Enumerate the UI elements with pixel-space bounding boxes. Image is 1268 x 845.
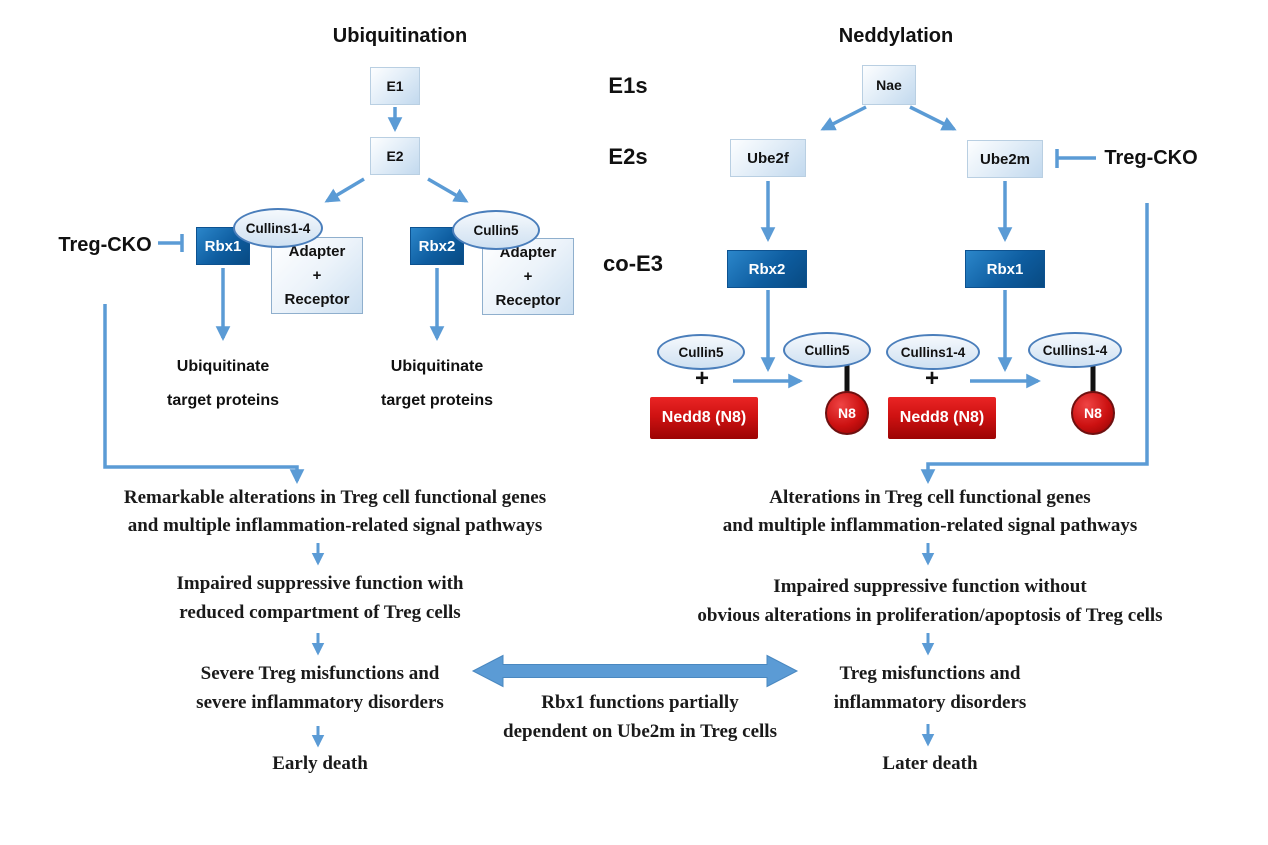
ubiquitinate-label-1: Ubiquitinate [176, 358, 270, 375]
ube2m-box: Ube2m [967, 140, 1043, 178]
left-alterations-line1: Remarkable alterations in Treg cell func… [123, 487, 547, 508]
nedd8-box-1: Nedd8 (N8) [650, 397, 758, 439]
left-impaired-line2: reduced compartment of Treg cells [179, 602, 461, 623]
center-note-line2: dependent on Ube2m in Treg cells [503, 721, 777, 742]
nedd8-box-2: Nedd8 (N8) [888, 397, 996, 439]
receptor-label: Receptor [284, 290, 350, 308]
inhibition-treg-cko-ube2m-icon [1055, 149, 1096, 168]
co-e3-row-label: co-E3 [603, 251, 663, 276]
adapter-label: Adapter [288, 242, 346, 260]
treg-cko-label-left: Treg-CKO [58, 233, 152, 256]
cullins1-4-ellipse-left: Cullins1-4 [233, 208, 323, 248]
rbx2-box-right: Rbx2 [727, 250, 807, 288]
left-misfunction-line2: severe inflammatory disorders [196, 692, 444, 713]
plus-label: + [523, 267, 533, 285]
inhibition-treg-cko-rbx1-icon [158, 234, 184, 252]
e2s-row-label: E2s [608, 144, 648, 169]
right-impaired-line2: obvious alterations in proliferation/apo… [697, 605, 1163, 626]
target-proteins-label-1: target proteins [166, 392, 279, 409]
e1s-row-label: E1s [608, 73, 648, 98]
cullin5-product-ellipse: Cullin5 [783, 332, 871, 368]
e1-box: E1 [370, 67, 420, 105]
early-death-label: Early death [272, 753, 368, 774]
n8-circle-1: N8 [825, 391, 869, 435]
right-alterations-line1: Alterations in Treg cell functional gene… [769, 487, 1091, 508]
ubiquitination-title: Ubiquitination [332, 24, 468, 47]
rbx1-box-right: Rbx1 [965, 250, 1045, 288]
cullins1-4-substrate-ellipse: Cullins1-4 [886, 334, 980, 370]
nae-box: Nae [862, 65, 916, 105]
n8-circle-2: N8 [1071, 391, 1115, 435]
ube2f-box: Ube2f [730, 139, 806, 177]
receptor-label: Receptor [495, 291, 561, 309]
arrow-e2-complex1-icon [324, 177, 365, 203]
e2-box: E2 [370, 137, 420, 175]
center-note-line1: Rbx1 functions partially [541, 692, 739, 713]
target-proteins-label-2: target proteins [380, 392, 493, 409]
ubiquitinate-label-2: Ubiquitinate [390, 358, 484, 375]
left-misfunction-line1: Severe Treg misfunctions and [200, 663, 440, 684]
arrow-nae-ube2m-icon [909, 105, 957, 131]
plus-sign-reaction1: + [694, 365, 709, 392]
neddylation-title: Neddylation [838, 24, 954, 47]
cullins1-4-product-ellipse: Cullins1-4 [1028, 332, 1122, 368]
right-misfunction-line1: Treg misfunctions and [839, 663, 1021, 684]
right-misfunction-line2: inflammatory disorders [833, 692, 1027, 713]
arrow-e2-complex2-icon [427, 177, 469, 203]
cullin5-ellipse-left: Cullin5 [452, 210, 540, 250]
arrow-nae-ube2f-icon [820, 105, 867, 131]
treg-cko-label-right: Treg-CKO [1104, 146, 1198, 169]
cullin5-substrate-ellipse: Cullin5 [657, 334, 745, 370]
left-impaired-line1: Impaired suppressive function with [176, 573, 464, 594]
right-impaired-line1: Impaired suppressive function without [773, 576, 1087, 597]
right-alterations-line2: and multiple inflammation-related signal… [722, 515, 1138, 536]
plus-label: + [312, 266, 322, 284]
adapter-receptor-box-1: Adapter + Receptor [271, 237, 363, 314]
left-alterations-line2: and multiple inflammation-related signal… [127, 515, 543, 536]
later-death-label: Later death [882, 753, 978, 774]
